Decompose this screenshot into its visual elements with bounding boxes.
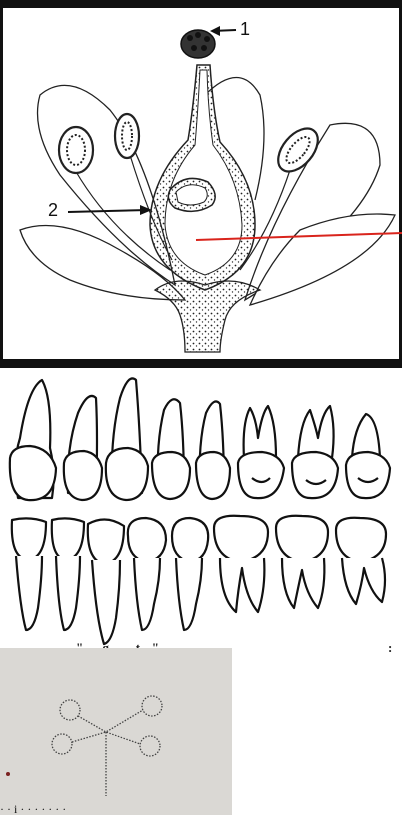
receptacle	[153, 280, 262, 353]
upper-tooth-3	[104, 377, 150, 502]
flower-diagram-panel: 1 2	[0, 0, 402, 362]
back-petal	[204, 77, 265, 201]
lower-tooth-6	[212, 514, 270, 614]
panel-divider	[0, 362, 402, 368]
label-2-arrowhead	[140, 205, 152, 215]
sketch-circle-bottom-right	[139, 735, 161, 757]
upper-tooth-8	[344, 412, 392, 500]
label-2-pointer	[67, 209, 149, 213]
sketch-circle-top-right	[141, 695, 163, 717]
sketch-circle-bottom-left	[51, 733, 73, 755]
teeth-drawing	[8, 377, 392, 646]
pencil-sketch	[0, 648, 232, 815]
filament-left	[74, 169, 171, 271]
anther-left	[57, 125, 95, 175]
filament-right	[239, 169, 291, 271]
upper-tooth-2	[62, 394, 104, 502]
ovary-cavity	[164, 69, 243, 276]
upper-tooth-6	[236, 404, 286, 500]
upper-tooth-4	[150, 398, 192, 501]
upper-tooth-7	[290, 404, 340, 500]
lower-tooth-4	[126, 516, 168, 632]
anther-middle	[113, 112, 141, 160]
red-pointer-line	[195, 232, 402, 241]
caption-mark: :	[388, 640, 393, 655]
upper-tooth-5	[194, 400, 232, 501]
lower-tooth-7	[274, 514, 330, 610]
right-lower-petal	[248, 213, 396, 307]
lower-tooth-5	[170, 516, 210, 632]
lower-tooth-3	[86, 518, 126, 646]
photo-panel	[0, 648, 232, 815]
flower-section-drawing	[0, 0, 402, 362]
stigma	[180, 29, 216, 59]
ovule-inner	[175, 184, 208, 206]
lower-tooth-8	[334, 516, 388, 606]
lower-tooth-1	[10, 517, 48, 632]
upper-tooth-1	[8, 378, 58, 502]
anther-right	[277, 127, 319, 173]
label-1-arrowhead	[210, 26, 220, 36]
bottom-text-fragment: · · i · · · · · · ·	[0, 802, 67, 816]
sketch-upper-arms	[77, 709, 144, 733]
sketch-circle-top-left	[59, 699, 81, 721]
label-2: 2	[48, 200, 59, 220]
teeth-diagram-panel	[0, 368, 402, 650]
label-1: 1	[240, 19, 251, 39]
lower-tooth-2	[50, 517, 86, 632]
